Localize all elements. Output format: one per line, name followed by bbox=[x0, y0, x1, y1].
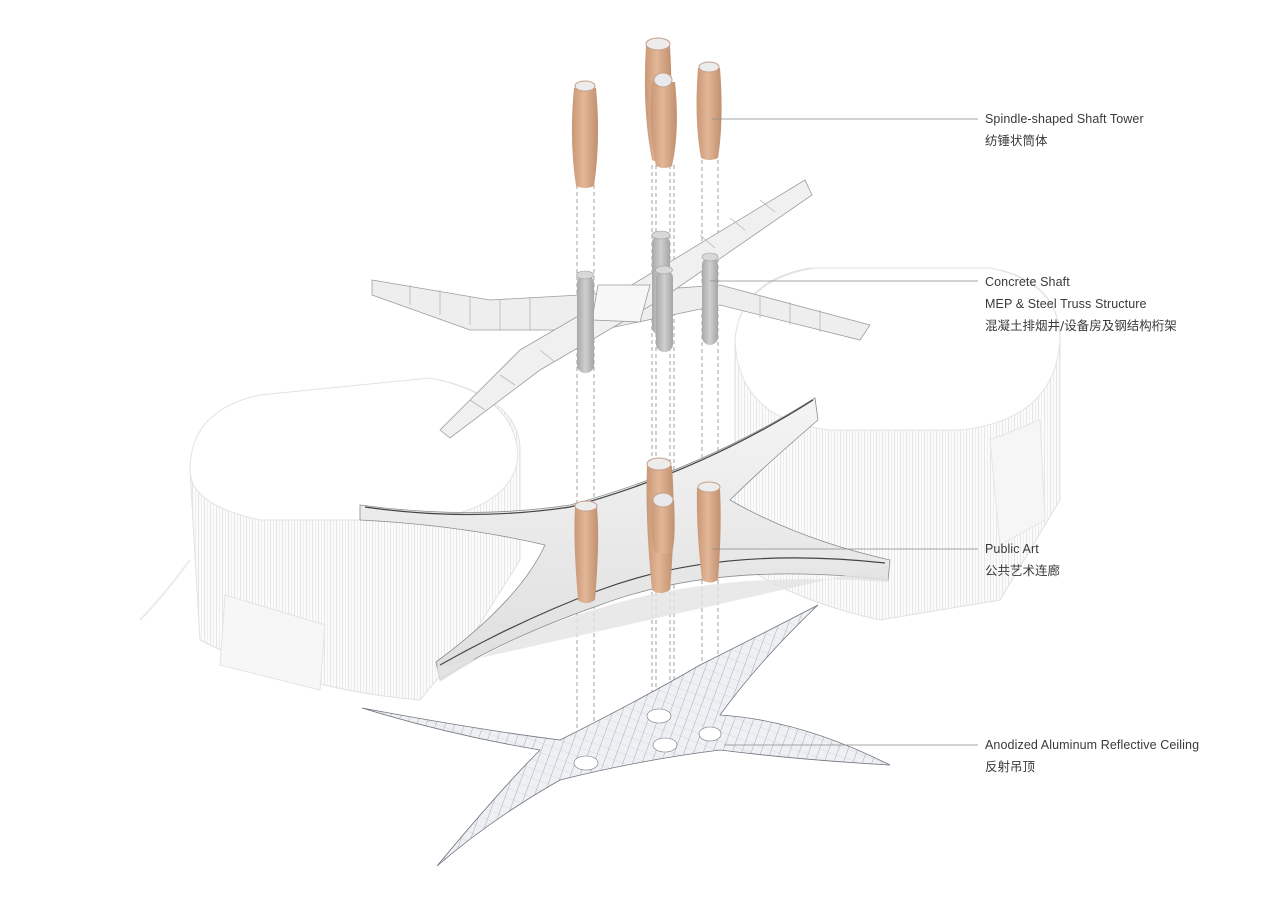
label-public-art: Public Art 公共艺术连廊 bbox=[985, 538, 1060, 582]
label-en: Spindle-shaped Shaft Tower bbox=[985, 112, 1144, 126]
steel-truss-structure bbox=[371, 179, 871, 439]
label-zh: 公共艺术连廊 bbox=[985, 563, 1061, 578]
left-building bbox=[139, 377, 521, 701]
right-building bbox=[734, 267, 1061, 621]
label-zh: 混凝土排烟井/设备房及钢结构桁架 bbox=[985, 318, 1177, 333]
label-en: Public Art bbox=[985, 542, 1039, 556]
spindle-shaft-towers bbox=[571, 37, 722, 188]
label-en: Anodized Aluminum Reflective Ceiling bbox=[985, 738, 1200, 752]
deck-towers bbox=[574, 457, 721, 603]
label-spindle-shaft-tower: Spindle-shaped Shaft Tower 纺锤状筒体 bbox=[985, 108, 1144, 152]
concrete-shafts bbox=[576, 230, 719, 373]
label-zh: 反射吊顶 bbox=[985, 759, 1036, 774]
leader-lines bbox=[710, 118, 978, 746]
label-en: Concrete Shaft bbox=[985, 275, 1070, 289]
label-reflective-ceiling: Anodized Aluminum Reflective Ceiling 反射吊… bbox=[985, 734, 1199, 778]
public-art-bridge bbox=[359, 397, 891, 682]
label-en-secondary: MEP & Steel Truss Structure bbox=[985, 297, 1147, 311]
reflective-ceiling bbox=[361, 604, 891, 867]
label-concrete-shaft: Concrete Shaft MEP & Steel Truss Structu… bbox=[985, 271, 1177, 337]
label-zh: 纺锤状筒体 bbox=[985, 133, 1048, 148]
